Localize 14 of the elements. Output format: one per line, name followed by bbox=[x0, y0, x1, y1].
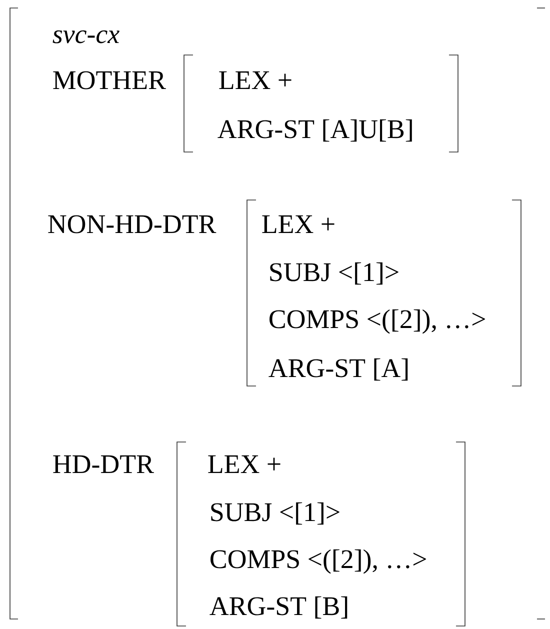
feature-value: LEX + bbox=[262, 215, 334, 233]
feature-value: ARG-ST [A] bbox=[268, 358, 408, 381]
feature-value: ARG-ST [B] bbox=[210, 596, 348, 619]
feature-value: LEX + bbox=[208, 455, 280, 473]
attribute-label: NON-HD-DTR bbox=[48, 215, 216, 234]
feature-value: SUBJ <[1]> bbox=[211, 502, 340, 525]
feature-value: SUBJ <[1]> bbox=[270, 262, 398, 285]
attribute-label: HD-DTR bbox=[53, 455, 154, 474]
feature-value: COMPS <([2]), …> bbox=[270, 309, 485, 334]
type-label: svc-cx bbox=[52, 30, 120, 44]
feature-value: LEX + bbox=[219, 71, 292, 89]
feature-value: ARG-ST [A]U[B] bbox=[218, 119, 412, 142]
attribute-label: MOTHER bbox=[53, 71, 166, 90]
feature-value: COMPS <([2]), …> bbox=[210, 549, 426, 574]
